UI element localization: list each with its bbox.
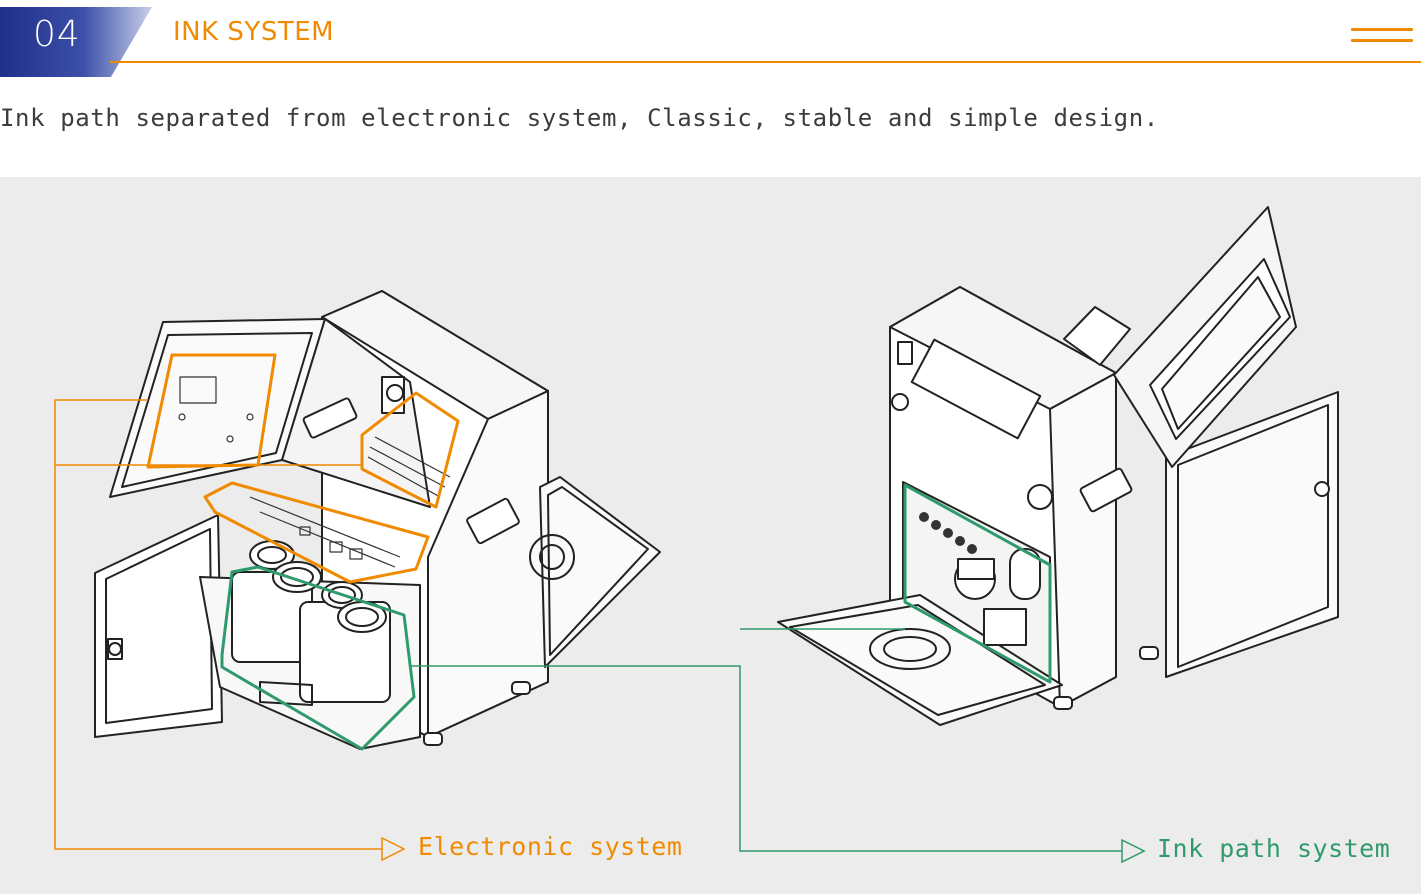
section-title: INK SYSTEM: [173, 17, 335, 47]
machine-illustration-panel: Electronic system Ink path system: [0, 177, 1421, 894]
section-number: 04: [33, 14, 81, 55]
ink-path-callout-leader: [410, 628, 1122, 852]
electronic-callout-leader: [54, 399, 382, 850]
header-divider: [110, 61, 1421, 63]
electronic-callout-arrow-icon: [381, 836, 406, 862]
electronic-system-label: Electronic system: [418, 832, 683, 861]
section-header: 04 INK SYSTEM: [0, 0, 1421, 80]
ink-path-system-label: Ink path system: [1157, 834, 1391, 863]
machine-illustration: [54, 206, 1339, 864]
section-description: Ink path separated from electronic syste…: [0, 104, 1159, 132]
ink-path-callout-arrow-icon: [1121, 838, 1146, 864]
